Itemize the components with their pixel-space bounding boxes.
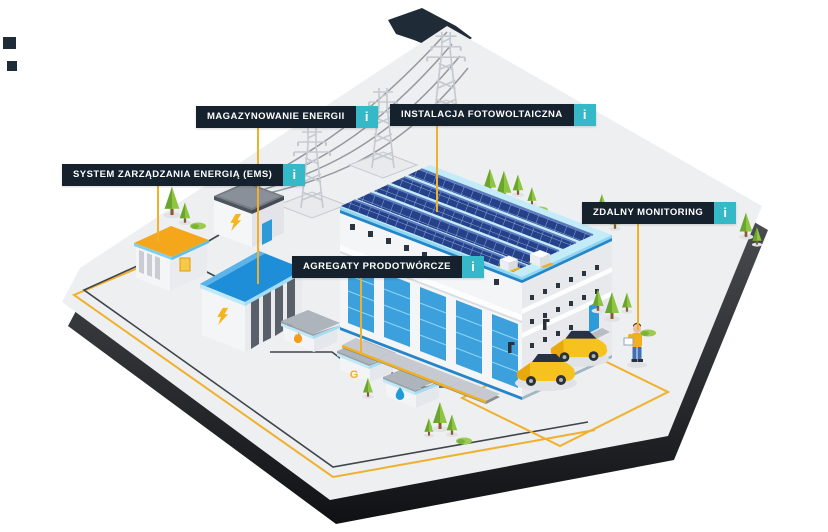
- label-remote-monitoring-text: ZDALNY MONITORING: [582, 202, 715, 224]
- label-generators-text: AGREGATY PRODOTWÓRCZE: [292, 256, 462, 278]
- control-panel-icon: [179, 257, 191, 272]
- ems-building: [134, 226, 209, 291]
- label-pv-installation-text: INSTALACJA FOTOWOLTAICZNA: [390, 104, 574, 126]
- info-button-ems[interactable]: i: [283, 164, 306, 186]
- transformer-station: [214, 181, 284, 247]
- label-remote-monitoring: ZDALNY MONITORING i: [582, 202, 737, 224]
- label-energy-storage-text: MAGAZYNOWANIE ENERGII: [196, 106, 356, 128]
- hvac-unit: [498, 255, 522, 272]
- label-ems-text: SYSTEM ZARZĄDZANIA ENERGIĄ (EMS): [62, 164, 284, 186]
- info-button-pv-installation[interactable]: i: [573, 104, 596, 126]
- info-button-generators[interactable]: i: [461, 256, 484, 278]
- tablet-icon: [623, 337, 634, 346]
- leader-lines: [157, 126, 639, 354]
- generator-g-icon: G: [350, 369, 359, 381]
- label-generators: AGREGATY PRODOTWÓRCZE i: [292, 256, 484, 278]
- hvac-unit: [528, 250, 554, 268]
- label-pv-installation: INSTALACJA FOTOWOLTAICZNA i: [390, 104, 596, 126]
- info-button-remote-monitoring[interactable]: i: [714, 202, 737, 224]
- generator-units: G: [281, 310, 442, 408]
- label-ems: SYSTEM ZARZĄDZANIA ENERGIĄ (EMS) i: [62, 164, 306, 186]
- battery-storage-building: [200, 251, 304, 352]
- label-energy-storage: MAGAZYNOWANIE ENERGII i: [196, 106, 378, 128]
- info-button-energy-storage[interactable]: i: [355, 106, 378, 128]
